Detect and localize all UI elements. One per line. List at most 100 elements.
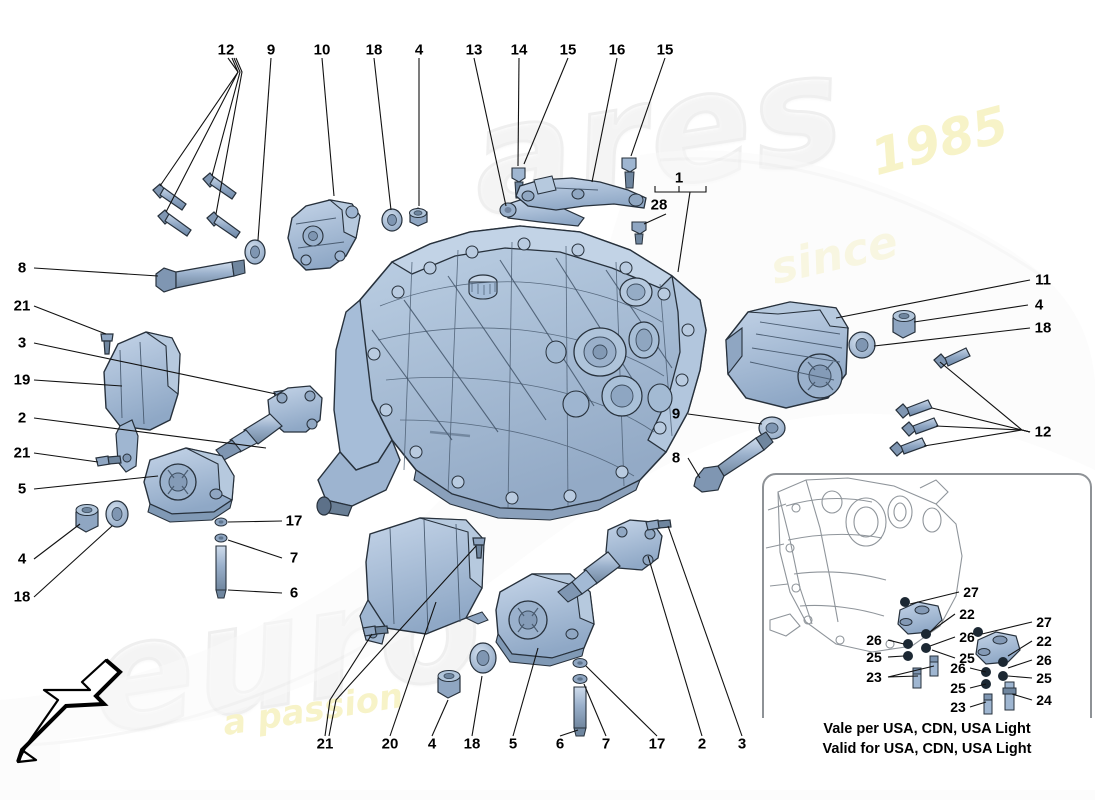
callout-4-top-4[interactable]: 4 (414, 41, 424, 59)
part-9-spacer-upper (244, 239, 266, 265)
part-21-bolts-left (95, 333, 122, 467)
part-28-bolt (631, 221, 647, 245)
inset-nut-27-b (973, 627, 983, 637)
inset-nut-26-a (921, 629, 931, 639)
callout-20-bottom-1[interactable]: 20 (381, 735, 399, 753)
callout-6-center-6[interactable]: 6 (289, 584, 299, 602)
callout-23-inset-6[interactable]: 23 (866, 669, 882, 685)
callout-2-bottom-8[interactable]: 2 (697, 735, 707, 753)
callout-28-center-1[interactable]: 28 (650, 196, 668, 214)
callout-23-inset-14[interactable]: 23 (950, 699, 966, 715)
part-7-washer-bottom (572, 674, 588, 684)
inset-nut-25-a (921, 643, 931, 653)
callout-11-right-0[interactable]: 11 (1035, 271, 1051, 289)
inset-clamp-left (897, 597, 943, 689)
callout-25-inset-13[interactable]: 25 (950, 680, 966, 696)
callout-22-inset-8[interactable]: 22 (1036, 633, 1052, 649)
callout-4-bottom-2[interactable]: 4 (427, 735, 437, 753)
callout-25-inset-10[interactable]: 25 (1036, 670, 1052, 686)
part-20-heat-shield (359, 517, 489, 645)
callout-10-top-2[interactable]: 10 (313, 41, 331, 59)
part-8-bolt-left (155, 259, 246, 293)
inset-nut-25-c (998, 671, 1008, 681)
part-12-bolts-right (889, 347, 971, 457)
direction-arrow (16, 658, 123, 764)
callout-24-inset-11[interactable]: 24 (1036, 692, 1052, 708)
part-18-washer-right (848, 331, 876, 359)
callout-18-left-8[interactable]: 18 (13, 588, 31, 606)
part-18-washer-left (105, 500, 129, 528)
callout-19-left-3[interactable]: 19 (13, 371, 31, 389)
callout-27-inset-0[interactable]: 27 (963, 584, 979, 600)
inset-ghost-housing (765, 477, 963, 653)
inset-nut-26-c (998, 657, 1008, 667)
callout-8-center-3[interactable]: 8 (671, 449, 681, 467)
inset-nut-27-a (900, 597, 910, 607)
inset-nut-25-b (903, 651, 913, 661)
callout-17-bottom-7[interactable]: 17 (648, 735, 666, 753)
callout-26-inset-2[interactable]: 26 (959, 629, 975, 645)
callout-15-top-9[interactable]: 15 (656, 41, 674, 59)
part-21-bolt-bottom-1 (472, 537, 486, 559)
part-4-nut-right (892, 310, 916, 339)
part-4-nut-bottom (437, 670, 461, 699)
callout-26-inset-4[interactable]: 26 (866, 632, 882, 648)
callout-25-inset-5[interactable]: 25 (866, 649, 882, 665)
callout-26-inset-9[interactable]: 26 (1036, 652, 1052, 668)
housing-bores (545, 277, 673, 418)
inset-leader-lines (887, 591, 1033, 708)
callout-18-right-2[interactable]: 18 (1034, 319, 1052, 337)
callout-26-inset-12[interactable]: 26 (950, 660, 966, 676)
inset-caption-en: Valid for USA, CDN, USA Light (822, 740, 1032, 757)
callout-5-bottom-4[interactable]: 5 (508, 735, 518, 753)
usa-variant-inset-box (762, 473, 1092, 738)
leader-lines (33, 57, 1031, 737)
part-12-bolts-upper (152, 172, 241, 239)
part-2-actuator-bottom (557, 519, 663, 603)
callout-16-top-8[interactable]: 16 (608, 41, 626, 59)
inset-caption: Vale per USA, CDN, USA Light Valid for U… (762, 718, 1092, 763)
callout-15-top-7[interactable]: 15 (559, 41, 577, 59)
part-16-selector-arm (515, 175, 647, 211)
callout-13-top-5[interactable]: 13 (465, 41, 483, 59)
callout-17-center-4[interactable]: 17 (285, 512, 303, 530)
callout-3-left-2[interactable]: 3 (17, 334, 27, 352)
callout-12-top-0[interactable]: 12 (217, 41, 235, 59)
callout-18-top-3[interactable]: 18 (365, 41, 383, 59)
callout-21-left-1[interactable]: 21 (13, 297, 31, 315)
inset-stud-24 (1002, 681, 1017, 711)
callout-14-top-6[interactable]: 14 (510, 41, 528, 59)
callout-7-bottom-6[interactable]: 7 (601, 735, 611, 753)
callout-22-inset-1[interactable]: 22 (959, 606, 975, 622)
callout-9-top-1[interactable]: 9 (266, 41, 276, 59)
callout-18-bottom-3[interactable]: 18 (463, 735, 481, 753)
callout-1-center-0[interactable]: 1 (674, 169, 684, 187)
part-5-mount-left (143, 447, 235, 523)
callout-21-bottom-0[interactable]: 21 (316, 735, 334, 753)
callout-21-left-5[interactable]: 21 (13, 444, 31, 462)
part-17-washer-left (214, 517, 228, 527)
callout-7-center-5[interactable]: 7 (289, 549, 299, 567)
part-10-bracket (287, 199, 361, 271)
part-6-bolt-left (215, 545, 227, 599)
part-7-washer-left (214, 533, 228, 543)
callout-4-right-1[interactable]: 4 (1034, 296, 1044, 314)
part-17-washer-bottom (572, 658, 588, 668)
callout-4-left-7[interactable]: 4 (17, 550, 27, 568)
callout-8-left-0[interactable]: 8 (17, 259, 27, 277)
part-3-bolt-bottom (645, 519, 672, 531)
callout-3-bottom-9[interactable]: 3 (737, 735, 747, 753)
callout-25-inset-3[interactable]: 25 (959, 650, 975, 666)
callout-9-center-2[interactable]: 9 (671, 405, 681, 423)
part-19-heat-shield (103, 331, 181, 473)
part-11-mount-right (725, 301, 850, 409)
inset-nut-26-b (903, 639, 913, 649)
callout-5-left-6[interactable]: 5 (17, 480, 27, 498)
callout-2-left-4[interactable]: 2 (17, 409, 27, 427)
callout-6-bottom-5[interactable]: 6 (555, 735, 565, 753)
filler-cap (468, 274, 498, 300)
callout-12-right-3[interactable]: 12 (1034, 423, 1052, 441)
callout-27-inset-7[interactable]: 27 (1036, 614, 1052, 630)
part-4-nut-left (75, 504, 99, 533)
